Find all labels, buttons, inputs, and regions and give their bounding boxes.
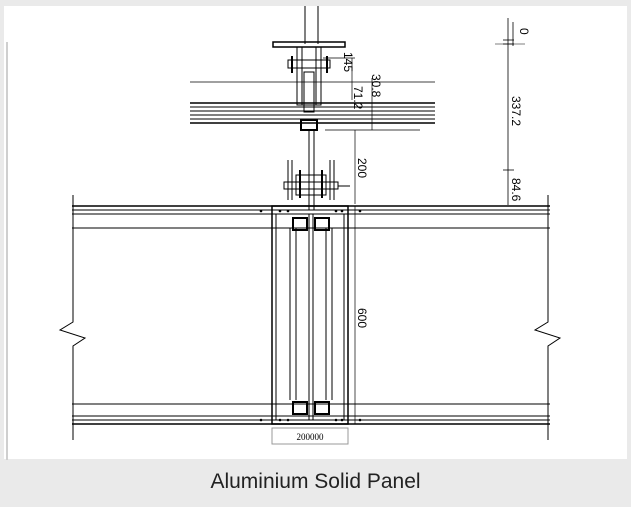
- lower-bracket: [295, 174, 327, 196]
- upper-bracket: [296, 46, 322, 106]
- clamp-block: [303, 71, 315, 113]
- break-line-right: [533, 195, 562, 440]
- dim-label-200: 200: [355, 158, 369, 178]
- dim-label-337-2: 337.2: [509, 96, 523, 126]
- width-tag-box: [271, 427, 349, 445]
- left-border-rule: [6, 42, 8, 460]
- keel-clip: [300, 119, 318, 131]
- break-line-left: [58, 195, 87, 440]
- rivet-dots: [259, 209, 362, 422]
- panel-clip-top-right: [314, 217, 330, 231]
- solid-panel-box: [271, 205, 349, 425]
- dim-label-84-6: 84.6: [509, 178, 523, 202]
- drawing-caption: Aluminium Solid Panel: [210, 470, 421, 493]
- dim-label-30-8: 30.8: [369, 74, 383, 98]
- width-tag-label: 200000: [297, 432, 325, 442]
- panel-clip-bottom-right: [314, 401, 330, 415]
- panel-clip-bottom-left: [292, 401, 308, 415]
- bolt-bar: [287, 59, 331, 69]
- panel-clip-top-left: [292, 217, 308, 231]
- dim-label-0: 0: [517, 28, 531, 35]
- top-plate: [272, 41, 346, 48]
- dim-label-145: 145: [341, 52, 355, 72]
- dim-label-600: 600: [355, 308, 369, 328]
- dim-label-71-2: 71.2: [351, 86, 365, 110]
